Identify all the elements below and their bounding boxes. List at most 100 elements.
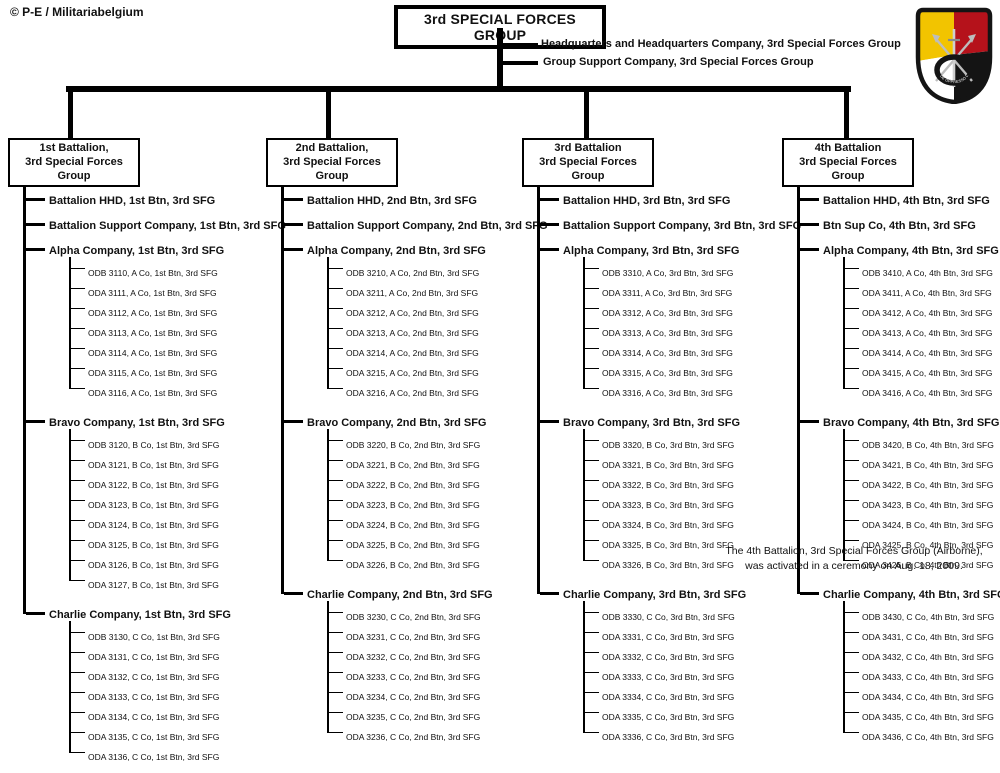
unit-label: Battalion Support Company, 3rd Btn, 3rd … xyxy=(563,220,802,233)
team-label: ODA 3326, B Co, 3rd Btn, 3rd SFG xyxy=(602,560,734,571)
team-label: ODA 3424, B Co, 4th Btn, 3rd SFG xyxy=(862,520,994,531)
team-row: ODA 3231, C Co, 2nd Btn, 3rd SFG xyxy=(327,624,524,647)
team-row: ODA 3414, A Co, 4th Btn, 3rd SFG xyxy=(843,340,1000,363)
team-label: ODA 3132, C Co, 1st Btn, 3rd SFG xyxy=(88,672,220,683)
team-label: ODA 3315, A Co, 3rd Btn, 3rd SFG xyxy=(602,368,733,379)
team-row: ODA 3412, A Co, 4th Btn, 3rd SFG xyxy=(843,300,1000,323)
team-label: ODA 3233, C Co, 2nd Btn, 3rd SFG xyxy=(346,672,481,683)
team-label: ODA 3126, B Co, 1st Btn, 3rd SFG xyxy=(88,560,219,571)
team-list: ODB 3430, C Co, 4th Btn, 3rd SFG ODA 3431… xyxy=(843,601,1000,746)
team-row: ODB 3410, A Co, 4th Btn, 3rd SFG xyxy=(843,257,1000,283)
team-label: ODA 3431, C Co, 4th Btn, 3rd SFG xyxy=(862,632,994,643)
team-label: ODA 3311, A Co, 3rd Btn, 3rd SFG xyxy=(602,288,733,299)
team-label: ODB 3120, B Co, 1st Btn, 3rd SFG xyxy=(88,440,220,451)
team-row: ODA 3433, C Co, 4th Btn, 3rd SFG xyxy=(843,664,1000,687)
team-row: ODA 3411, A Co, 4th Btn, 3rd SFG xyxy=(843,280,1000,303)
team-label: ODA 3113, A Co, 1st Btn, 3rd SFG xyxy=(88,328,218,339)
unit-row: Battalion Support Company, 1st Btn, 3rd … xyxy=(23,212,286,238)
battalion-unit-list: Battalion HHD, 3rd Btn, 3rd SFG Battalion… xyxy=(537,187,801,753)
drop-line-1 xyxy=(68,86,73,138)
drop-line-2 xyxy=(326,86,331,138)
team-row: ODA 3224, B Co, 2nd Btn, 3rd SFG xyxy=(327,512,524,535)
team-row: ODB 3120, B Co, 1st Btn, 3rd SFG xyxy=(69,429,266,455)
battalion-column: 1st Battalion, 3rd Special Forces Group … xyxy=(8,138,286,773)
team-label: ODA 3435, C Co, 4th Btn, 3rd SFG xyxy=(862,712,994,723)
team-label: ODA 3331, C Co, 3rd Btn, 3rd SFG xyxy=(602,632,735,643)
team-row: ODA 3136, C Co, 1st Btn, 3rd SFG xyxy=(69,744,266,766)
team-label: ODA 3112, A Co, 1st Btn, 3rd SFG xyxy=(88,308,218,319)
team-row: ODA 3434, C Co, 4th Btn, 3rd SFG xyxy=(843,684,1000,707)
team-label: ODA 3121, B Co, 1st Btn, 3rd SFG xyxy=(88,460,219,471)
team-row: ODB 3330, C Co, 3rd Btn, 3rd SFG xyxy=(583,601,780,627)
unit-row: Battalion Support Company, 3rd Btn, 3rd … xyxy=(537,212,801,238)
unit-label: Battalion HHD, 3rd Btn, 3rd SFG xyxy=(563,195,731,208)
team-row: ODA 3426, B Co, 4th Btn, 3rd SFG xyxy=(843,552,1000,574)
team-label: ODA 3325, B Co, 3rd Btn, 3rd SFG xyxy=(602,540,734,551)
drop-line-3 xyxy=(584,86,589,138)
unit-label: Charlie Company, 4th Btn, 3rd SFG xyxy=(823,589,1000,602)
battalion-name-line2: 3rd Special Forces Group xyxy=(25,155,123,182)
team-label: ODA 3334, C Co, 3rd Btn, 3rd SFG xyxy=(602,692,735,703)
team-row: ODA 3235, C Co, 2nd Btn, 3rd SFG xyxy=(327,704,524,727)
team-row: ODA 3226, B Co, 2nd Btn, 3rd SFG xyxy=(327,552,524,574)
team-row: ODA 3311, A Co, 3rd Btn, 3rd SFG xyxy=(583,280,780,303)
team-label: ODA 3426, B Co, 4th Btn, 3rd SFG xyxy=(862,560,994,571)
team-row: ODA 3111, A Co, 1st Btn, 3rd SFG xyxy=(69,280,266,303)
team-label: ODA 3213, A Co, 2nd Btn, 3rd SFG xyxy=(346,328,479,339)
team-label: ODA 3221, B Co, 2nd Btn, 3rd SFG xyxy=(346,460,480,471)
team-row: ODA 3333, C Co, 3rd Btn, 3rd SFG xyxy=(583,664,780,687)
team-row: ODA 3322, B Co, 3rd Btn, 3rd SFG xyxy=(583,472,780,495)
unit-label: Battalion HHD, 4th Btn, 3rd SFG xyxy=(823,195,990,208)
team-label: ODA 3115, A Co, 1st Btn, 3rd SFG xyxy=(88,368,218,379)
unit-label: Bravo Company, 4th Btn, 3rd SFG xyxy=(823,417,1000,430)
team-row: ODA 3331, C Co, 3rd Btn, 3rd SFG xyxy=(583,624,780,647)
team-label: ODA 3314, A Co, 3rd Btn, 3rd SFG xyxy=(602,348,733,359)
team-label: ODB 3230, C Co, 2nd Btn, 3rd SFG xyxy=(346,612,481,623)
team-row: ODA 3213, A Co, 2nd Btn, 3rd SFG xyxy=(327,320,524,343)
unit-row: Battalion HHD, 1st Btn, 3rd SFG xyxy=(23,187,266,213)
team-label: ODA 3324, B Co, 3rd Btn, 3rd SFG xyxy=(602,520,734,531)
team-row: ODB 3430, C Co, 4th Btn, 3rd SFG xyxy=(843,601,1000,627)
battalion-name-line2: 3rd Special Forces Group xyxy=(799,155,897,182)
unit-label: Btn Sup Co, 4th Btn, 3rd SFG xyxy=(823,220,976,233)
team-label: ODA 3216, A Co, 2nd Btn, 3rd SFG xyxy=(346,388,479,399)
team-row: ODA 3425, B Co, 4th Btn, 3rd SFG xyxy=(843,532,1000,555)
team-label: ODA 3111, A Co, 1st Btn, 3rd SFG xyxy=(88,288,217,299)
team-label: ODB 3220, B Co, 2nd Btn, 3rd SFG xyxy=(346,440,481,451)
team-label: ODA 3211, A Co, 2nd Btn, 3rd SFG xyxy=(346,288,479,299)
battalion-box: 4th Battalion 3rd Special Forces Group xyxy=(782,138,914,188)
team-row: ODA 3332, C Co, 3rd Btn, 3rd SFG xyxy=(583,644,780,667)
team-label: ODA 3125, B Co, 1st Btn, 3rd SFG xyxy=(88,540,219,551)
team-row: ODA 3222, B Co, 2nd Btn, 3rd SFG xyxy=(327,472,524,495)
team-label: ODA 3135, C Co, 1st Btn, 3rd SFG xyxy=(88,732,220,743)
unit-label: Battalion HHD, 1st Btn, 3rd SFG xyxy=(49,195,216,208)
team-row: ODA 3431, C Co, 4th Btn, 3rd SFG xyxy=(843,624,1000,647)
team-row: ODA 3423, B Co, 4th Btn, 3rd SFG xyxy=(843,492,1000,515)
team-row: ODA 3422, B Co, 4th Btn, 3rd SFG xyxy=(843,472,1000,495)
group-unit-label: Group Support Company, 3rd Special Force… xyxy=(543,56,814,68)
team-label: ODA 3236, C Co, 2nd Btn, 3rd SFG xyxy=(346,732,481,743)
team-row: ODA 3323, B Co, 3rd Btn, 3rd SFG xyxy=(583,492,780,515)
team-label: ODA 3433, C Co, 4th Btn, 3rd SFG xyxy=(862,672,994,683)
team-label: ODA 3232, C Co, 2nd Btn, 3rd SFG xyxy=(346,652,481,663)
team-label: ODA 3127, B Co, 1st Btn, 3rd SFG xyxy=(88,580,219,591)
unit-row: Alpha Company, 4th Btn, 3rd SFG ODB 3410,… xyxy=(797,237,1000,410)
unit-label: Alpha Company, 4th Btn, 3rd SFG xyxy=(823,245,999,258)
team-row: ODB 3420, B Co, 4th Btn, 3rd SFG xyxy=(843,429,1000,455)
unit-label: Battalion Support Company, 2nd Btn, 3rd … xyxy=(307,220,548,233)
team-label: ODA 3432, C Co, 4th Btn, 3rd SFG xyxy=(862,652,994,663)
team-row: ODA 3313, A Co, 3rd Btn, 3rd SFG xyxy=(583,320,780,343)
team-label: ODA 3321, B Co, 3rd Btn, 3rd SFG xyxy=(602,460,734,471)
team-label: ODB 3310, A Co, 3rd Btn, 3rd SFG xyxy=(602,268,734,279)
team-list: ODB 3310, A Co, 3rd Btn, 3rd SFG ODA 3311… xyxy=(583,257,780,402)
team-row: ODA 3122, B Co, 1st Btn, 3rd SFG xyxy=(69,472,266,495)
team-row: ODA 3113, A Co, 1st Btn, 3rd SFG xyxy=(69,320,266,343)
team-label: ODB 3410, A Co, 4th Btn, 3rd SFG xyxy=(862,268,993,279)
